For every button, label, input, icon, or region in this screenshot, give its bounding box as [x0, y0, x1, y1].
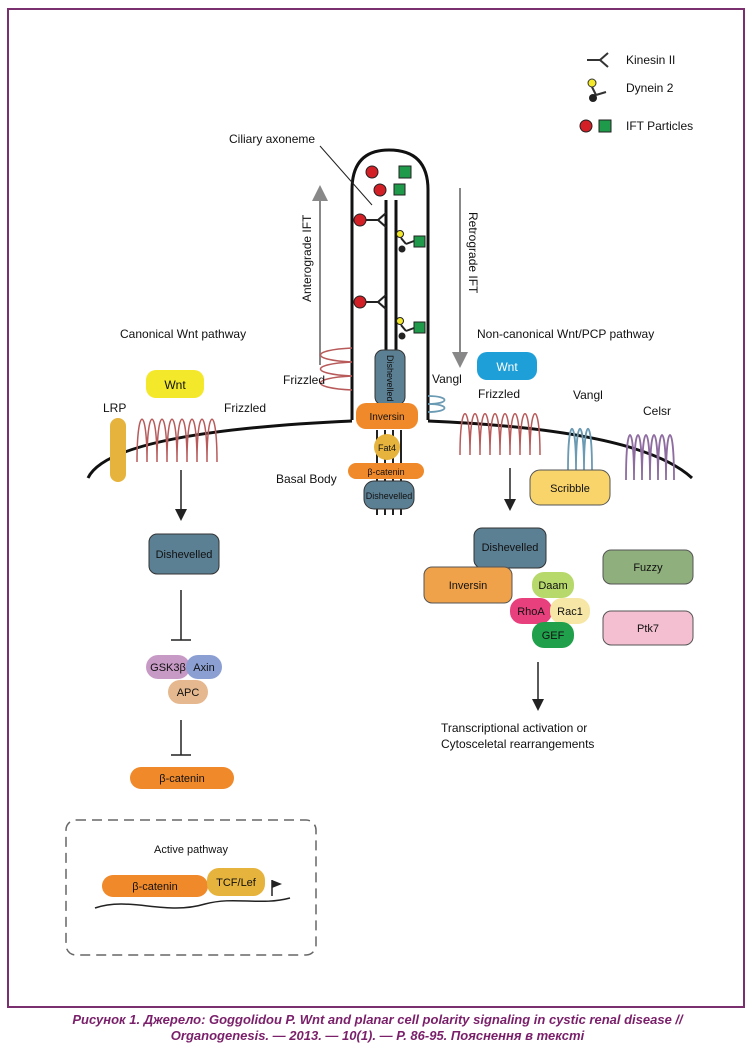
retrograde-label: Retrograde IFT [466, 212, 480, 294]
bcatenin-left-label: β-catenin [159, 773, 204, 785]
dishevelled-left [148, 533, 220, 575]
fuzzy [602, 549, 694, 585]
dna-strand [94, 897, 291, 909]
wnt-right-label: Wnt [496, 360, 518, 374]
frizzled-cilium-label: Frizzled [283, 373, 325, 387]
vangl-right-label: Vangl [573, 388, 603, 402]
tcf-lef-label: TCF/Lef [216, 877, 257, 889]
frizzled-cilium [319, 347, 353, 391]
apc [168, 680, 208, 704]
kinesin-icon [587, 52, 609, 68]
canonical-title: Canonical Wnt pathway [120, 327, 246, 341]
cilium [319, 145, 430, 420]
frizzled-right-label: Frizzled [478, 387, 520, 401]
bcatenin-basal [348, 463, 424, 479]
celsr [625, 434, 675, 481]
frizzled-right [459, 413, 541, 456]
legend: Kinesin II Dynein 2 IFT Particles [579, 52, 693, 133]
tcf-lef [207, 868, 265, 896]
ptk7 [602, 610, 694, 646]
inversin-cilium-label: Inversin [369, 412, 404, 423]
ift-red-icon [579, 119, 593, 133]
scribble [529, 469, 611, 506]
rhoa [510, 598, 552, 624]
dynein-icon [587, 78, 607, 102]
dishevelled-cilium-label: Dishevelled [385, 355, 395, 402]
vangl-cilium [427, 395, 446, 413]
gsk3b-label: GSK3β [150, 662, 186, 674]
daam [532, 572, 574, 598]
basal-body-label: Basal Body [276, 472, 337, 486]
daam-label: Daam [538, 580, 567, 592]
gef-label: GEF [542, 630, 565, 642]
fat4-label: Fat4 [378, 443, 396, 453]
bcatenin-basal-label: β-catenin [367, 467, 404, 477]
dishevelled-right [473, 527, 547, 569]
wnt-left [146, 370, 204, 398]
fat4 [374, 434, 400, 460]
caption-line2: Organogenesis. — 2013. — 10(1). — P. 86-… [170, 1028, 585, 1043]
vangl-cilium-label: Vangl [432, 372, 462, 386]
inversin-right [423, 566, 513, 604]
frizzled-left-label: Frizzled [224, 401, 266, 415]
ptk7-label: Ptk7 [637, 623, 659, 635]
bcatenin-active-label: β-catenin [132, 881, 177, 893]
inversin-cilium [356, 403, 418, 429]
rac1-label: Rac1 [557, 606, 583, 618]
legend-ift-label: IFT Particles [626, 119, 693, 133]
dishevelled-left-label: Dishevelled [156, 549, 213, 561]
transcription-start-icon [271, 880, 282, 896]
ciliary-axoneme-label: Ciliary axoneme [229, 132, 315, 146]
active-pathway-box [65, 819, 317, 956]
ift-green-icon [598, 119, 612, 133]
wnt-left-label: Wnt [164, 378, 186, 392]
celsr-label: Celsr [643, 404, 671, 418]
vangl-right [567, 428, 593, 471]
transcription-line2: Cytosceletal rearrangements [441, 737, 594, 751]
membrane-left [86, 419, 353, 479]
noncanonical-title: Non-canonical Wnt/PCP pathway [477, 327, 654, 341]
bcatenin-left [130, 767, 234, 789]
membrane-right [427, 419, 694, 480]
figure-frame [7, 8, 745, 1008]
wnt-right [477, 352, 537, 380]
lrp-label: LRP [103, 401, 126, 415]
rac1 [550, 598, 590, 624]
legend-dynein-label: Dynein 2 [626, 81, 674, 95]
caption-line1: Рисунок 1. Джерело: Goggolidou P. Wnt an… [72, 1012, 683, 1027]
anterograde-label: Anterograde IFT [300, 214, 314, 302]
rhoa-label: RhoA [517, 606, 545, 618]
gef [532, 622, 574, 648]
inversin-right-label: Inversin [449, 580, 488, 592]
dishevelled-basal-label: Dishevelled [366, 491, 413, 501]
active-pathway-title: Active pathway [154, 844, 228, 856]
frizzled-left [136, 418, 218, 463]
gsk3b [146, 655, 190, 679]
apc-label: APC [177, 687, 200, 699]
fuzzy-label: Fuzzy [633, 562, 663, 574]
legend-kinesin-label: Kinesin II [626, 53, 675, 67]
scribble-label: Scribble [550, 483, 590, 495]
dishevelled-basal [363, 480, 415, 510]
bcatenin-active [102, 875, 208, 897]
axin [186, 655, 222, 679]
dishevelled-right-label: Dishevelled [482, 542, 539, 554]
transcription-line1: Transcriptional activation or [441, 721, 587, 735]
figure-caption: Рисунок 1. Джерело: Goggolidou P. Wnt an… [10, 1012, 745, 1044]
axin-label: Axin [193, 662, 214, 674]
lrp-receptor [110, 418, 126, 482]
